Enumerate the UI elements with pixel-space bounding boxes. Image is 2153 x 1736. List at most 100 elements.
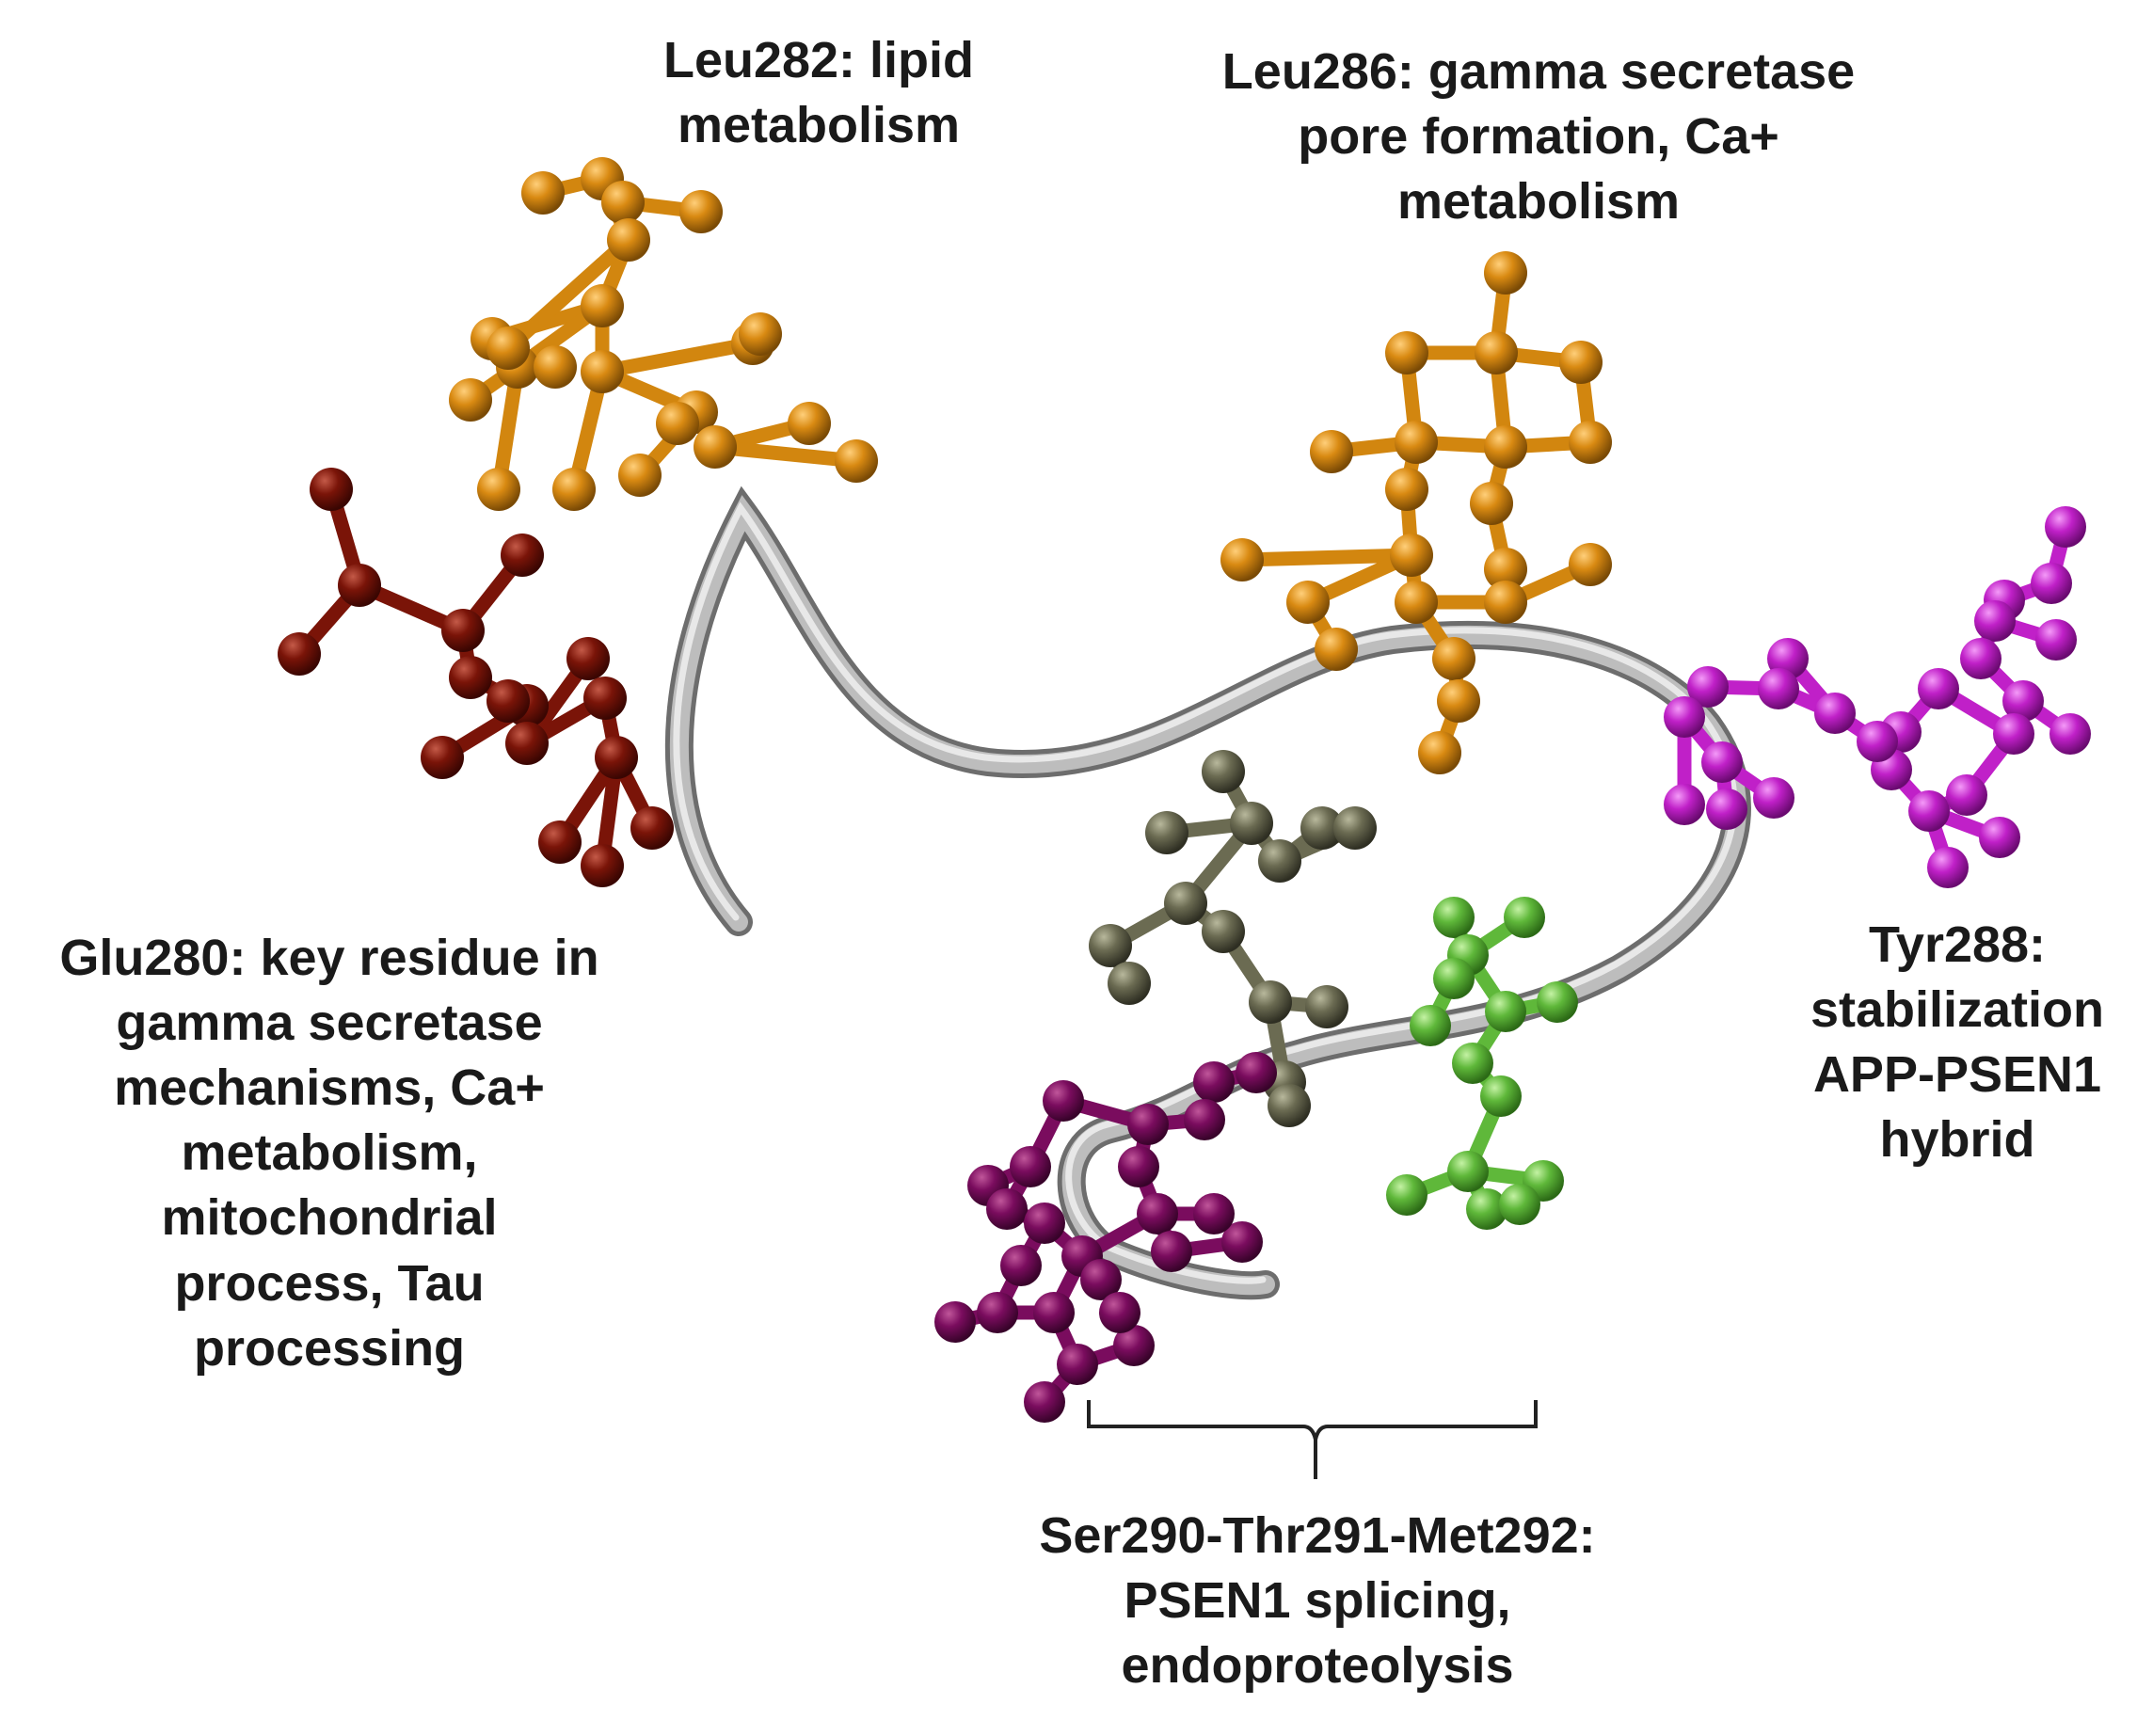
- atom: [1099, 1292, 1140, 1333]
- leu282-molecule: [449, 157, 878, 511]
- atom: [521, 171, 565, 215]
- atom: [1475, 331, 1518, 374]
- atom: [421, 736, 464, 779]
- atom: [1249, 980, 1292, 1024]
- met292-molecule: [934, 1052, 1277, 1423]
- atom: [1485, 991, 1526, 1032]
- atom: [581, 844, 624, 887]
- atom: [441, 609, 485, 652]
- atom: [1193, 1061, 1235, 1103]
- leu286-molecule: [1220, 251, 1612, 774]
- atom: [1108, 962, 1151, 1005]
- atom: [1974, 600, 2016, 642]
- atom: [1484, 548, 1527, 591]
- glu280-molecule: [278, 468, 674, 887]
- bond: [708, 439, 864, 469]
- ser290-thr291-met292-label: Ser290-Thr291-Met292: PSEN1 splicing, en…: [1039, 1507, 1596, 1695]
- atom: [1480, 1075, 1522, 1117]
- atom: [477, 468, 520, 511]
- atom: [1089, 924, 1132, 967]
- atom: [1127, 1104, 1169, 1145]
- atom: [835, 439, 878, 483]
- atom: [601, 181, 645, 224]
- atom: [1664, 784, 1705, 825]
- atom: [1908, 790, 1950, 832]
- atom: [1433, 958, 1475, 999]
- atom: [1484, 581, 1527, 624]
- atom: [1664, 696, 1705, 738]
- atom: [1113, 1325, 1155, 1366]
- atom: [1000, 1245, 1042, 1286]
- atom: [1184, 1099, 1225, 1140]
- atom: [1484, 425, 1527, 469]
- atom: [1687, 666, 1729, 708]
- atom: [1230, 802, 1273, 845]
- atom: [581, 350, 624, 393]
- atom: [1537, 981, 1578, 1023]
- atom: [501, 534, 544, 577]
- tyr288-label: Tyr288: stabilization APP-PSEN1 hybrid: [1810, 916, 2105, 1169]
- atom: [1236, 1052, 1277, 1093]
- atom: [607, 218, 650, 262]
- atom: [1753, 777, 1794, 819]
- atom: [1927, 847, 1969, 888]
- atom: [1569, 543, 1612, 586]
- atom: [1504, 897, 1545, 938]
- atom: [310, 468, 353, 511]
- leu282-label: Leu282: lipid metabolism: [662, 32, 975, 154]
- atom: [1033, 1292, 1075, 1333]
- atom: [534, 345, 577, 389]
- atom: [1395, 421, 1438, 464]
- atom: [1499, 1184, 1540, 1225]
- atom: [1437, 679, 1480, 723]
- atom: [1559, 341, 1603, 384]
- atom: [1043, 1080, 1084, 1122]
- atom: [1145, 811, 1188, 854]
- atom: [1395, 581, 1438, 624]
- atom: [486, 326, 530, 370]
- tyr288-molecule: [1664, 506, 2091, 888]
- atom: [1220, 538, 1264, 581]
- atom: [1118, 1146, 1159, 1187]
- atom: [656, 402, 699, 445]
- residue-range-bracket: [1087, 1400, 1538, 1441]
- atom: [2049, 713, 2091, 755]
- atom: [538, 820, 582, 864]
- atom: [1202, 750, 1245, 793]
- atom: [630, 806, 674, 850]
- atom: [1024, 1202, 1065, 1244]
- atom: [566, 637, 610, 680]
- atom: [1960, 638, 2001, 679]
- atom: [1258, 839, 1301, 883]
- atom: [1080, 1259, 1122, 1300]
- atom: [694, 425, 737, 469]
- atom: [1305, 985, 1348, 1028]
- bond: [595, 336, 760, 379]
- atom: [1315, 628, 1358, 671]
- atom: [1333, 806, 1377, 850]
- atom: [505, 722, 549, 765]
- atom: [1466, 1188, 1507, 1230]
- atom: [679, 190, 723, 233]
- atom: [1452, 1043, 1493, 1084]
- atom: [1410, 1005, 1451, 1046]
- atom: [1385, 331, 1428, 374]
- atom: [552, 468, 596, 511]
- leu286-label: Leu286: gamma secretase pore formation, …: [1221, 43, 1856, 231]
- atom: [1390, 534, 1433, 577]
- atom: [1758, 668, 1799, 709]
- atom: [1221, 1221, 1263, 1263]
- atom: [1024, 1381, 1065, 1423]
- atom: [1193, 1193, 1235, 1234]
- bond: [501, 232, 636, 356]
- atom: [2002, 680, 2044, 722]
- atom: [581, 284, 624, 327]
- atom: [338, 564, 381, 607]
- bond: [1235, 548, 1419, 567]
- atom: [934, 1301, 976, 1343]
- atom: [1701, 741, 1743, 783]
- atom: [1993, 713, 2034, 755]
- atom: [2035, 619, 2077, 661]
- atom: [1814, 693, 1856, 734]
